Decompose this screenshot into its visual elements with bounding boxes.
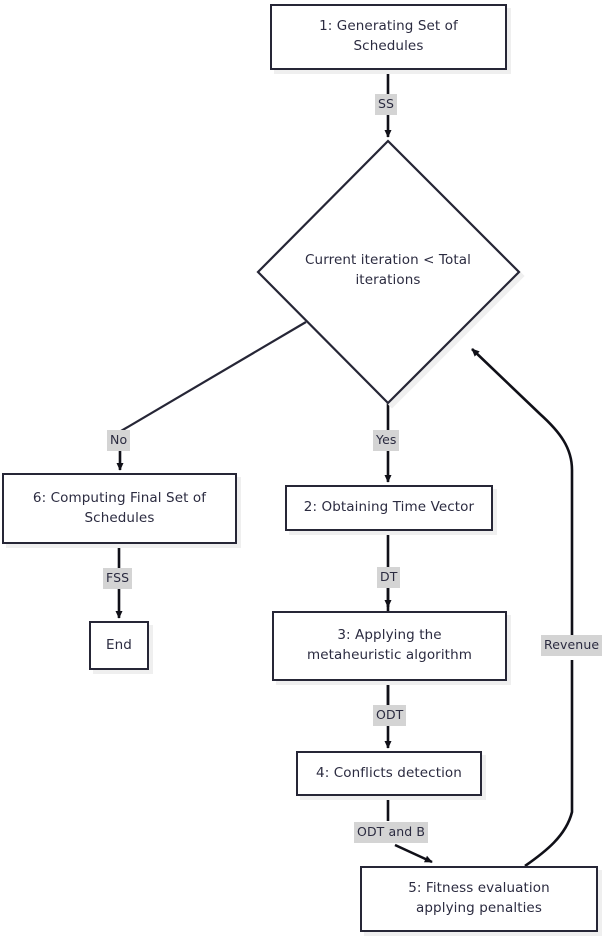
edge-label-no: No [107, 430, 131, 451]
edge-label-odt: ODT [373, 705, 407, 726]
node-label: 3: Applying the metaheuristic algorithm [307, 627, 472, 663]
edge-label-fss: FSS [103, 568, 133, 589]
node-applying-metaheuristic-algorithm[interactable]: 3: Applying the metaheuristic algorithm [272, 611, 507, 681]
edge-label-dt: DT [377, 567, 401, 588]
node-label: 5: Fitness evaluation applying penalties [408, 880, 550, 916]
edge-d1-to-n6 [116, 321, 307, 471]
node-computing-final-set-of-schedules[interactable]: 6: Computing Final Set of Schedules [2, 473, 237, 544]
edge-label-yes: Yes [373, 430, 400, 451]
node-obtaining-time-vector[interactable]: 2: Obtaining Time Vector [285, 485, 493, 531]
edge-n5-to-d1-revenue [471, 348, 574, 868]
edge-n4-to-n5 [386, 796, 433, 864]
node-label: 6: Computing Final Set of Schedules [32, 489, 207, 526]
node-end[interactable]: End [89, 621, 149, 670]
node-conflicts-detection[interactable]: 4: Conflicts detection [296, 751, 482, 796]
node-label: 2: Obtaining Time Vector [303, 499, 475, 516]
node-fitness-evaluation-applying-penalties[interactable]: 5: Fitness evaluation applying penalties [360, 866, 598, 932]
node-generating-set-of-schedules[interactable]: 1: Generating Set of Schedules [270, 4, 507, 70]
edge-label-revenue: Revenue [541, 635, 602, 656]
node-label: End [106, 636, 132, 653]
decision-label-current-iteration: Current iteration < Total iterations [305, 252, 471, 289]
node-label: 4: Conflicts detection [316, 764, 462, 781]
edge-label-odt-and-b: ODT and B [354, 822, 429, 843]
decision-diamond-shape [256, 139, 521, 405]
edge-label-ss: SS [375, 94, 398, 115]
node-label: 1: Generating Set of Schedules [319, 18, 458, 54]
